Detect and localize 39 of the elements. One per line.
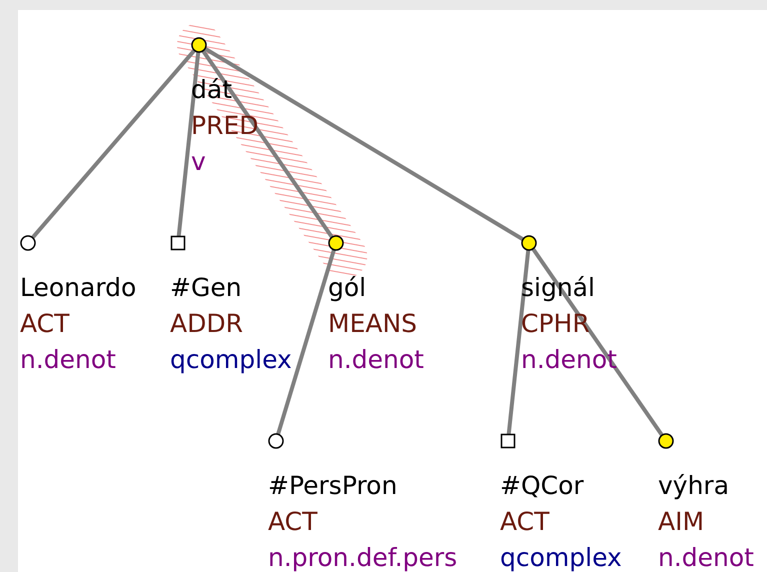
tree-edge	[31, 49, 196, 239]
node-type-label: v	[191, 146, 206, 178]
node-circle	[268, 433, 284, 449]
node-word: signál	[521, 272, 595, 304]
node-word: #Gen	[170, 272, 242, 304]
node-square	[500, 434, 516, 448]
node-word: Leonardo	[20, 272, 136, 304]
node-word: výhra	[658, 470, 730, 502]
functor-label: PRED	[191, 110, 258, 142]
functor-label: MEANS	[328, 308, 418, 340]
node-circle	[191, 37, 207, 53]
node-type-label: n.denot	[20, 344, 116, 376]
node-word: gól	[328, 272, 366, 304]
node-circle	[521, 235, 537, 251]
node-circle	[328, 235, 344, 251]
functor-label: CPHR	[521, 308, 590, 340]
node-type-label: n.pron.def.pers	[268, 542, 458, 572]
node-square	[170, 236, 186, 250]
tree-edge	[204, 46, 524, 242]
node-circle	[658, 433, 674, 449]
tree-edge	[176, 52, 200, 236]
node-type-label: n.denot	[521, 344, 617, 376]
node-type-label: qcomplex	[500, 542, 622, 572]
node-word: #PersPron	[268, 470, 398, 502]
functor-label: ADDR	[170, 308, 243, 340]
node-word: #QCor	[500, 470, 584, 502]
functor-label: ACT	[268, 506, 318, 538]
tree-edge	[531, 248, 664, 436]
node-type-label: n.denot	[328, 344, 424, 376]
node-type-label: qcomplex	[170, 344, 292, 376]
tree-edge	[276, 249, 336, 435]
tree-edge	[201, 50, 334, 238]
node-word: dát	[191, 74, 232, 106]
functor-label: AIM	[658, 506, 704, 538]
tree-edge	[506, 250, 530, 434]
node-circle	[20, 235, 36, 251]
node-type-label: n.denot	[658, 542, 754, 572]
functor-label: ACT	[20, 308, 70, 340]
functor-label: ACT	[500, 506, 550, 538]
